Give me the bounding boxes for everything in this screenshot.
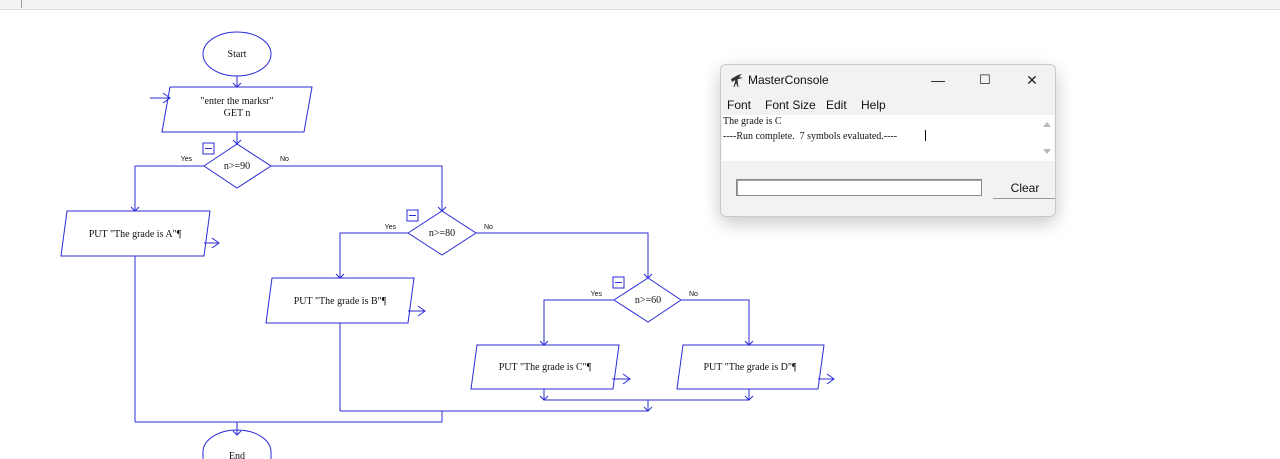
- arrowhead: [744, 395, 754, 401]
- console-output-line: ----Run complete. 7 symbols evaluated.--…: [723, 131, 898, 142]
- console-output-line: The grade is C: [723, 116, 782, 127]
- side-arrow: [211, 237, 220, 249]
- side-arrow: [417, 305, 426, 317]
- menu-font[interactable]: Font: [727, 98, 752, 112]
- side-arrow: [622, 373, 631, 385]
- output-c-text: PUT "The grade is C"¶: [499, 362, 592, 373]
- decision-1-label: n>=90: [224, 161, 250, 172]
- no-label-3: No: [689, 291, 698, 298]
- decision-2-label: n>=80: [429, 228, 455, 239]
- output-scrollbar[interactable]: [1039, 115, 1054, 161]
- connector-line: [339, 232, 408, 278]
- output-d-text: PUT "The grade is D"¶: [703, 362, 797, 373]
- console-menu-bar: Font Font Size Edit Help: [721, 96, 1055, 114]
- arrowhead: [539, 395, 549, 401]
- console-title: MasterConsole: [748, 73, 829, 87]
- collapse-toggle-1[interactable]: [202, 142, 215, 155]
- bird-icon: [731, 74, 743, 88]
- editor-divider: [21, 0, 22, 8]
- menu-help[interactable]: Help: [861, 98, 886, 112]
- output-parallelogram-a: [60, 210, 211, 257]
- no-label-1: No: [280, 156, 289, 163]
- collapse-toggle-3[interactable]: [612, 276, 625, 289]
- scroll-down-icon[interactable]: [1043, 149, 1051, 154]
- no-label-2: No: [484, 224, 493, 231]
- entry-arrow: [162, 92, 171, 104]
- connector-line: [681, 299, 750, 345]
- end-terminal: [202, 429, 272, 459]
- decision-diamond-2: [407, 210, 477, 256]
- close-button[interactable]: ✕: [1026, 71, 1038, 88]
- menu-edit[interactable]: Edit: [826, 98, 847, 112]
- output-b-text: PUT "The grade is B"¶: [294, 296, 387, 307]
- input-get-text: GET n: [224, 108, 251, 119]
- output-parallelogram-d: [676, 344, 825, 390]
- editor-top-bar: [0, 0, 1280, 10]
- decision-diamond-1: [203, 143, 272, 189]
- connector-line: [134, 165, 204, 211]
- end-label: End: [229, 451, 245, 459]
- arrowhead: [643, 406, 653, 412]
- output-parallelogram-b: [265, 277, 415, 324]
- connector-line: [476, 232, 649, 278]
- output-a-text: PUT "The grade is A"¶: [89, 229, 182, 240]
- master-console-window: MasterConsole — ☐ ✕ Font Font Size Edit …: [720, 64, 1056, 217]
- arrowhead: [232, 430, 242, 436]
- side-arrow: [826, 373, 835, 385]
- input-parallelogram: [161, 86, 313, 133]
- console-input-field[interactable]: [736, 179, 982, 196]
- connector-line: [271, 165, 443, 211]
- decision-3-label: n>=60: [635, 295, 661, 306]
- start-terminal: [202, 31, 272, 77]
- input-prompt-text: "enter the marksr": [200, 96, 273, 107]
- menu-font-size[interactable]: Font Size: [765, 98, 816, 112]
- console-title-bar[interactable]: MasterConsole — ☐ ✕: [721, 65, 1055, 95]
- maximize-button[interactable]: ☐: [979, 72, 991, 87]
- scroll-up-icon[interactable]: [1043, 122, 1051, 127]
- yes-label-3: Yes: [591, 291, 603, 298]
- console-output-area[interactable]: The grade is C ----Run complete. 7 symbo…: [722, 115, 1054, 161]
- collapse-toggle-2[interactable]: [406, 209, 419, 222]
- decision-diamond-3: [613, 277, 682, 323]
- clear-button[interactable]: Clear: [993, 177, 1055, 199]
- minimize-button[interactable]: —: [931, 72, 945, 88]
- text-caret: [925, 130, 926, 141]
- output-parallelogram-c: [470, 344, 620, 390]
- yes-label-2: Yes: [385, 224, 397, 231]
- yes-label-1: Yes: [181, 156, 193, 163]
- start-label: Start: [228, 49, 247, 60]
- connector-line: [543, 299, 614, 345]
